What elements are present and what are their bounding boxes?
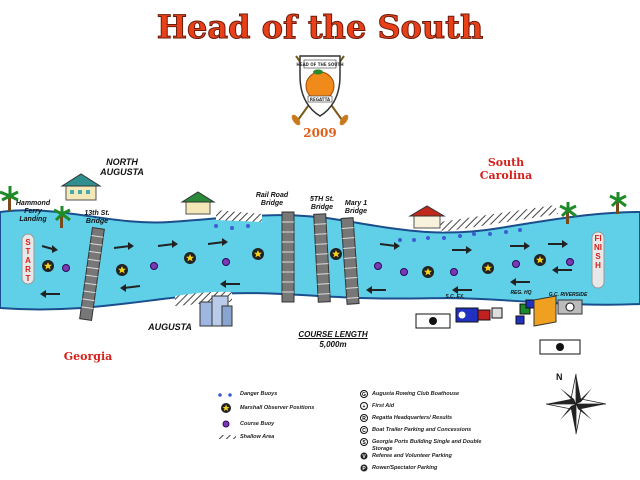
start-marker (21, 233, 35, 285)
north-augusta-text: NORTH AUGUSTA (100, 157, 144, 177)
legend-marshall-observer: Marshall Observer Positions (240, 405, 315, 411)
augusta-buildings-icon (199, 295, 233, 327)
course-length-label: COURSE LENGTH 5,000m (278, 330, 388, 350)
logo-bottom-text: REGATTA (310, 97, 331, 102)
hammond-line1: Hammond (15, 200, 51, 207)
south-carolina-line1: South (487, 156, 525, 169)
legend-boathouse: Augusta Rowing Club Boathouse (372, 391, 460, 397)
rail-road-bridge (281, 211, 295, 303)
marshall-observer-positions (42, 248, 546, 278)
hammond-line3: Landing (19, 216, 47, 223)
year-label: 2009 (303, 126, 337, 140)
shallow-area (440, 205, 558, 232)
mary-line1: Mary 1 (344, 200, 368, 207)
sc-ex-label: S.C. EX. (445, 294, 465, 300)
legend-icons-right: G + R C S V P (360, 390, 368, 472)
legend-course-buoy: Course Buoy (240, 421, 275, 427)
finish-label: FINISH (594, 234, 602, 270)
rail-road-bridge-label: Rail Road Bridge (252, 192, 292, 208)
svg-text:G: G (362, 392, 366, 398)
mary-line2: Bridge (344, 208, 368, 215)
5th-line1: 5TH St. (309, 196, 335, 203)
course-length-title: COURSE LENGTH (298, 330, 368, 339)
palm-tree-icon (53, 206, 71, 228)
13th-line1: 13th St. (84, 210, 110, 217)
mary-1-bridge (340, 217, 360, 305)
5th-bridge-label: 5TH St. Bridge (304, 196, 340, 212)
mary-1-bridge-label: Mary 1 Bridge (340, 200, 372, 216)
logo-top-text: HEAD OF THE SOUTH (296, 62, 343, 67)
reg-hq-label: REG. HQ (510, 290, 532, 296)
hammond-line2: Ferry (24, 208, 42, 215)
svg-text:C: C (362, 428, 366, 434)
direction-arrows-lower (40, 266, 572, 298)
legend-rower-parking: Rower/Spectator Parking (372, 465, 438, 471)
5th-street-bridge (313, 213, 331, 303)
regatta-logo: HEAD OF THE SOUTH REGATTA (291, 55, 349, 126)
13th-line2: Bridge (85, 218, 109, 225)
svg-text:V: V (362, 454, 366, 460)
legend-shallow-area: Shallow Area (240, 434, 275, 440)
svg-text:N: N (556, 372, 563, 382)
13th-street-bridge (79, 227, 105, 321)
north-augusta-label: NORTH AUGUSTA (92, 157, 152, 177)
13th-bridge-label: 13th St. Bridge (80, 210, 114, 226)
riverside-house-icon (180, 191, 216, 215)
palm-tree-icon (0, 186, 19, 211)
svg-text:R: R (362, 416, 366, 422)
page-title: Head of the South (156, 8, 484, 47)
course-buoys (62, 258, 574, 276)
palm-tree-icon (609, 192, 627, 214)
shallow-area (216, 210, 262, 222)
course-length-distance: 5,000m (319, 340, 347, 349)
finish-marker (591, 231, 605, 289)
danger-buoys (214, 224, 522, 242)
svg-text:S: S (362, 440, 366, 446)
railroad-line1: Rail Road (255, 192, 289, 199)
south-carolina-line2: Carolina (479, 169, 533, 182)
svg-text:+: + (363, 404, 366, 410)
railroad-line2: Bridge (260, 200, 284, 207)
compass-rose-icon: N (545, 372, 607, 435)
augusta-label: AUGUSTA (148, 322, 192, 332)
svg-text:P: P (362, 466, 366, 472)
hammond-ferry-label: Hammond Ferry Landing (10, 200, 56, 224)
legend-danger-buoys: Danger Buoys (240, 391, 278, 397)
start-label: START (25, 238, 31, 283)
legend-referee-parking: Referee and Volunteer Parking (372, 453, 452, 459)
riverside-tent-label: G.C. RIVERSIDE (548, 292, 588, 298)
south-carolina-label: South Carolina (476, 156, 536, 182)
facilities (415, 295, 583, 355)
direction-arrows-upper (41, 238, 568, 254)
5th-line2: Bridge (310, 204, 334, 211)
legend-trailer-parking: Boat Trailer Parking and Concessions (372, 427, 472, 433)
georgia-label: Georgia (63, 350, 113, 363)
legend-icons-left (218, 393, 236, 439)
palm-tree-icon (559, 202, 577, 224)
legend-georgia-ports: Georgia Ports Building Single and Double… (372, 439, 482, 452)
legend-regatta-hq: Regatta Headquarters/ Results (372, 415, 453, 421)
legend-first-aid: First Aid (372, 403, 395, 409)
north-augusta-house-icon (60, 173, 102, 201)
boathouse-icon (408, 205, 446, 229)
